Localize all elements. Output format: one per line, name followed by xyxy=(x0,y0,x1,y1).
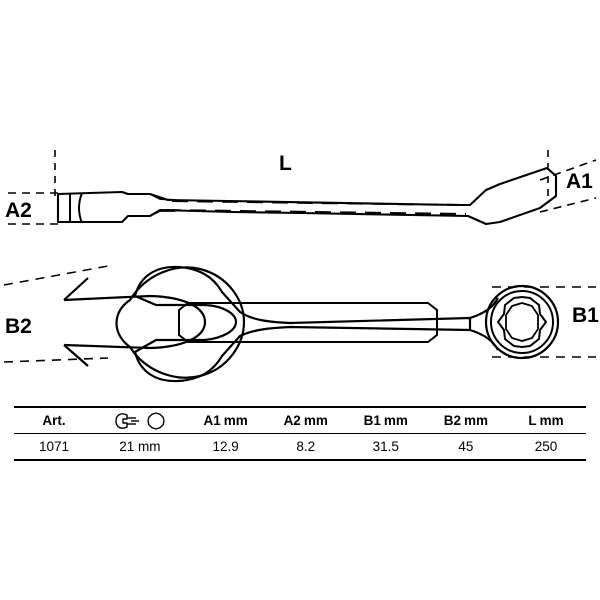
open-end-edge-chamfer-line xyxy=(78,192,83,224)
table-header: Art. xyxy=(14,407,586,434)
plan-view-group: B2 B1 xyxy=(3,265,599,383)
column-header-b1-label: B1 xyxy=(363,413,381,428)
table-header-row: Art. xyxy=(14,407,586,434)
column-header-a2-unit: mm xyxy=(303,413,328,428)
cell-art: 1071 xyxy=(39,439,70,454)
a1-witness-line-top xyxy=(539,159,597,181)
column-header-b1-unit: mm xyxy=(383,413,408,428)
table-body: 1071 21 mm 12.9 8.2 31.5 45 250 xyxy=(14,434,586,460)
label-b1: B1 xyxy=(572,304,599,327)
ring-end-outer-circle xyxy=(484,284,560,360)
label-b2: B2 xyxy=(5,315,32,338)
hidden-line-shaft-bottom xyxy=(164,209,467,215)
ring-neck-line-top xyxy=(469,297,499,320)
open-end-jaw-profile xyxy=(63,294,207,350)
cell-a1: 12.9 xyxy=(212,439,239,454)
wrench-open-end-and-ring-icon xyxy=(94,408,186,433)
cell-l: 250 xyxy=(534,439,558,454)
handle-groove xyxy=(178,302,438,343)
column-header-l-unit: mm xyxy=(539,413,564,428)
column-header-a1-unit: mm xyxy=(223,413,248,428)
b2-witness-line-top xyxy=(3,265,109,286)
wrench-edge-outline xyxy=(56,166,558,226)
table-row: 1071 21 mm 12.9 8.2 31.5 45 250 xyxy=(14,434,586,460)
column-header-art: Art. xyxy=(14,407,94,434)
column-header-b2-label: B2 xyxy=(443,413,461,428)
column-header-a1-label: A1 xyxy=(203,413,221,428)
edge-taper-line-left-bottom xyxy=(149,210,175,217)
cell-b1: 31.5 xyxy=(372,439,399,454)
open-end-wrench-glyph xyxy=(115,412,139,429)
label-a2: A2 xyxy=(5,199,32,222)
label-l: L xyxy=(279,152,292,175)
cell-b2: 45 xyxy=(458,439,474,454)
label-a1: A1 xyxy=(566,170,593,193)
ring-end-bore-inner xyxy=(505,302,539,342)
specification-table: Art. xyxy=(14,406,586,461)
column-header-l-label: L xyxy=(528,413,537,428)
column-header-size xyxy=(94,407,186,434)
open-end-head-boss xyxy=(115,266,246,379)
column-header-a2-label: A2 xyxy=(283,413,301,428)
column-header-art-label: Art. xyxy=(42,413,66,428)
cell-size: 21 mm xyxy=(119,439,161,454)
cell-a2: 8.2 xyxy=(296,439,316,454)
ring-end-12-point-bore xyxy=(496,295,548,349)
wrench-plan-outline xyxy=(133,265,472,383)
ring-end-inner-circle xyxy=(490,290,554,354)
ring-neck-line-bottom xyxy=(469,328,499,351)
b2-witness-line-bottom xyxy=(3,357,109,363)
ring-wrench-glyph xyxy=(147,411,165,430)
a1-witness-line-bottom xyxy=(539,197,597,213)
column-header-b2-unit: mm xyxy=(463,413,488,428)
open-end-jaw-flare xyxy=(63,277,89,367)
edge-taper-line-left-top xyxy=(149,193,176,201)
side-view-group: A2 A1 L xyxy=(5,150,597,226)
